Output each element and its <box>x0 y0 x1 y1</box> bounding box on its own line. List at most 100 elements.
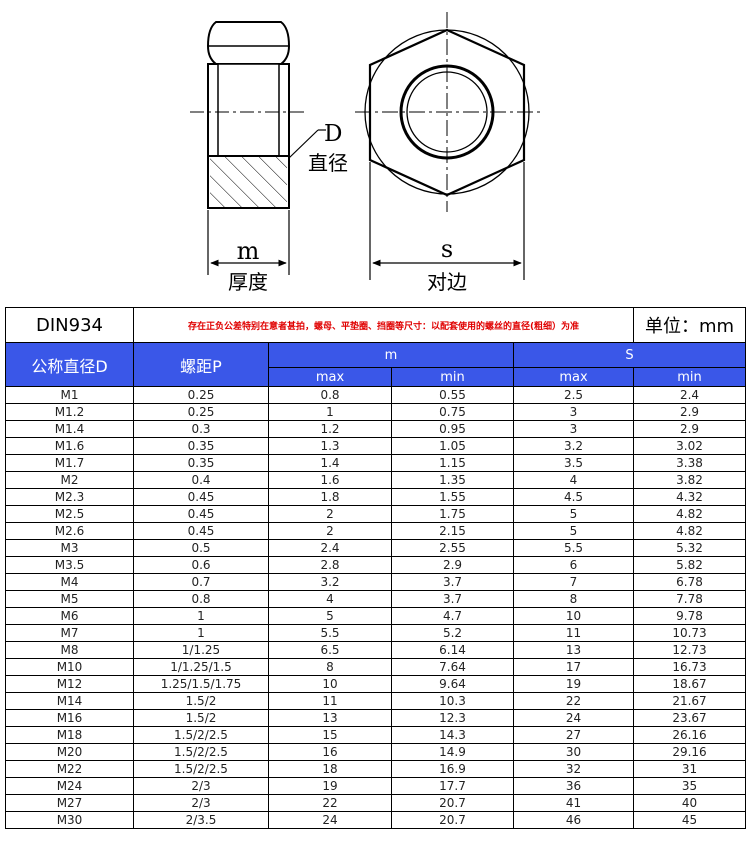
cell-m-min: 12.3 <box>391 709 514 727</box>
cell-s-min: 2.9 <box>633 403 746 421</box>
cell-s-max: 10 <box>513 607 634 625</box>
s-symbol-label: s <box>441 235 453 263</box>
cell-s-max: 4.5 <box>513 488 634 506</box>
cell-s-min: 7.78 <box>633 590 746 608</box>
cell-pitch: 0.25 <box>133 386 269 404</box>
cell-s-min: 3.82 <box>633 471 746 489</box>
cell-diameter: M6 <box>5 607 134 625</box>
cell-pitch: 2/3.5 <box>133 811 269 829</box>
cell-s-max: 7 <box>513 573 634 591</box>
din934-spec-table: DIN934 存在正负公差特别在意者甚拍，螺母、平垫圈、挡圈等尺寸：以配套使用的… <box>5 307 746 829</box>
cell-s-max: 24 <box>513 709 634 727</box>
cell-pitch: 0.7 <box>133 573 269 591</box>
cell-pitch: 0.6 <box>133 556 269 574</box>
cell-s-min: 6.78 <box>633 573 746 591</box>
cell-m-max: 2.8 <box>268 556 392 574</box>
cell-m-min: 3.7 <box>391 590 514 608</box>
cell-s-min: 2.4 <box>633 386 746 404</box>
cell-m-max: 1.2 <box>268 420 392 438</box>
cell-m-max: 0.8 <box>268 386 392 404</box>
nut-drawing-svg: D 直径 m 厚度 s 对边 <box>190 12 540 294</box>
cell-pitch: 0.45 <box>133 505 269 523</box>
cell-m-min: 0.75 <box>391 403 514 421</box>
cell-m-max: 15 <box>268 726 392 744</box>
cell-m-max: 5 <box>268 607 392 625</box>
cell-s-max: 8 <box>513 590 634 608</box>
cell-pitch: 1 <box>133 624 269 642</box>
cell-s-max: 2.5 <box>513 386 634 404</box>
cell-m-max: 8 <box>268 658 392 676</box>
cell-diameter: M4 <box>5 573 134 591</box>
cell-s-max: 6 <box>513 556 634 574</box>
cell-s-max: 11 <box>513 624 634 642</box>
cell-pitch: 1.5/2/2.5 <box>133 743 269 761</box>
cell-diameter: M1.4 <box>5 420 134 438</box>
cell-m-max: 1.6 <box>268 471 392 489</box>
header-m-min: min <box>391 367 514 387</box>
cell-m-min: 6.14 <box>391 641 514 659</box>
cell-m-max: 2 <box>268 522 392 540</box>
cell-m-max: 22 <box>268 794 392 812</box>
cell-m-min: 2.55 <box>391 539 514 557</box>
cell-pitch: 0.45 <box>133 488 269 506</box>
cell-pitch: 0.5 <box>133 539 269 557</box>
m-symbol-label: m <box>237 237 260 265</box>
cell-s-max: 46 <box>513 811 634 829</box>
cell-m-min: 1.05 <box>391 437 514 455</box>
cell-diameter: M18 <box>5 726 134 744</box>
cell-m-min: 5.2 <box>391 624 514 642</box>
cell-diameter: M30 <box>5 811 134 829</box>
cell-pitch: 1.5/2/2.5 <box>133 760 269 778</box>
cell-m-max: 18 <box>268 760 392 778</box>
cell-m-max: 16 <box>268 743 392 761</box>
header-s-min: min <box>633 367 746 387</box>
cell-s-min: 9.78 <box>633 607 746 625</box>
cell-s-min: 2.9 <box>633 420 746 438</box>
cell-m-min: 4.7 <box>391 607 514 625</box>
cell-pitch: 0.25 <box>133 403 269 421</box>
nut-technical-drawing: D 直径 m 厚度 s 对边 <box>0 0 750 305</box>
cell-s-max: 5 <box>513 522 634 540</box>
cell-diameter: M2.3 <box>5 488 134 506</box>
cell-m-max: 19 <box>268 777 392 795</box>
cell-diameter: M24 <box>5 777 134 795</box>
cell-pitch: 1 <box>133 607 269 625</box>
cell-s-max: 13 <box>513 641 634 659</box>
unit-label: 单位：mm <box>633 307 746 343</box>
cell-s-min: 29.16 <box>633 743 746 761</box>
m-text-label: 厚度 <box>228 270 268 294</box>
cell-s-min: 3.38 <box>633 454 746 472</box>
nut-side-view <box>206 21 291 209</box>
cell-m-max: 1.8 <box>268 488 392 506</box>
cell-pitch: 2/3 <box>133 794 269 812</box>
cell-s-max: 22 <box>513 692 634 710</box>
cell-s-max: 36 <box>513 777 634 795</box>
cell-m-max: 1.3 <box>268 437 392 455</box>
cell-m-min: 1.55 <box>391 488 514 506</box>
cell-pitch: 0.4 <box>133 471 269 489</box>
cell-m-max: 11 <box>268 692 392 710</box>
cell-diameter: M3 <box>5 539 134 557</box>
cell-m-min: 20.7 <box>391 811 514 829</box>
cell-s-min: 10.73 <box>633 624 746 642</box>
cell-s-min: 5.32 <box>633 539 746 557</box>
nut-front-view <box>355 12 540 212</box>
cell-m-max: 2.4 <box>268 539 392 557</box>
cell-m-min: 20.7 <box>391 794 514 812</box>
cell-s-max: 19 <box>513 675 634 693</box>
cell-m-min: 9.64 <box>391 675 514 693</box>
cell-s-max: 30 <box>513 743 634 761</box>
cell-s-min: 21.67 <box>633 692 746 710</box>
